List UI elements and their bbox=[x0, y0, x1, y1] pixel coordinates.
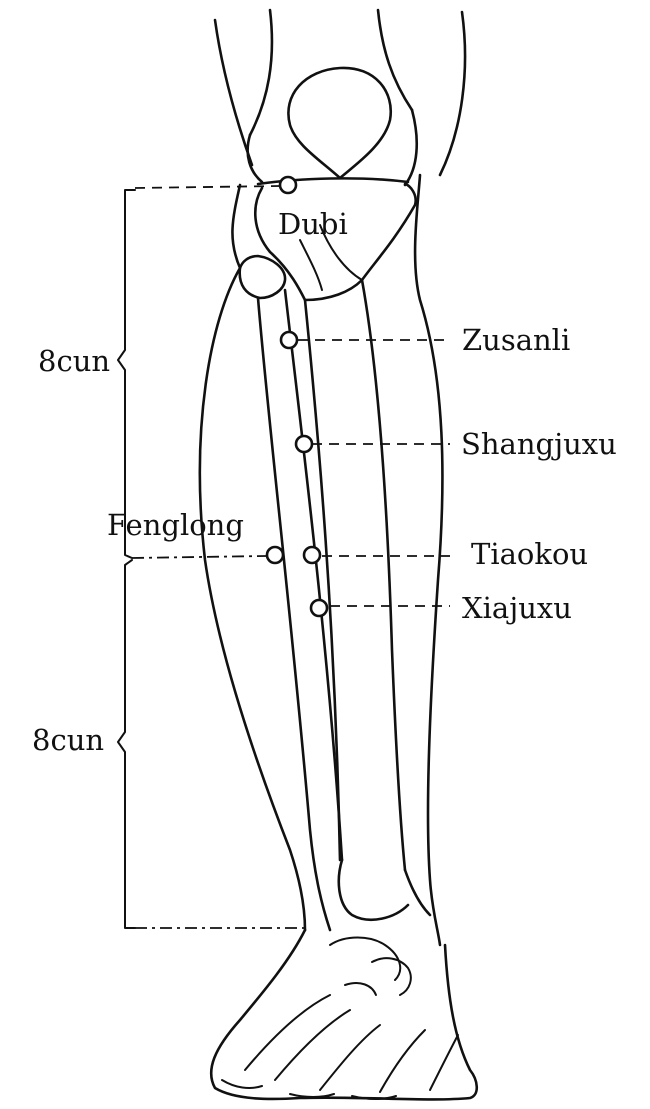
foot-bones-3 bbox=[345, 983, 376, 995]
patella bbox=[288, 68, 390, 178]
ankle-medial bbox=[405, 870, 430, 915]
tibia-head-contour-2 bbox=[300, 240, 322, 290]
femur-left bbox=[250, 10, 272, 135]
dubi-level-line bbox=[135, 186, 280, 188]
xiajuxu-label: Xiajuxu bbox=[462, 594, 572, 623]
tiaokou-point bbox=[304, 547, 320, 563]
femur-right bbox=[378, 10, 412, 110]
bracket-lower bbox=[118, 560, 135, 928]
toe-4 bbox=[380, 1030, 425, 1092]
thigh-outline-left bbox=[215, 20, 252, 165]
fenglong-label: Fenglong bbox=[107, 511, 244, 540]
tibia-shaft-medial bbox=[362, 280, 405, 870]
shangjuxu-point bbox=[296, 436, 312, 452]
zusanli-label: Zusanli bbox=[462, 326, 570, 355]
femoral-condyle-right bbox=[405, 110, 417, 185]
bracket-upper bbox=[118, 190, 135, 558]
ankle-lateral bbox=[339, 860, 408, 920]
toe-1 bbox=[245, 995, 330, 1070]
dubi-label: Dubi bbox=[278, 210, 348, 239]
fenglong-point bbox=[267, 547, 283, 563]
zusanli-point bbox=[281, 332, 297, 348]
tibia-head bbox=[255, 184, 415, 300]
calf-outline-right bbox=[415, 175, 442, 945]
toe-5 bbox=[430, 1035, 458, 1090]
toe-nails bbox=[222, 1080, 396, 1099]
fenglong-level-line bbox=[132, 556, 266, 558]
dubi-point bbox=[280, 177, 296, 193]
tiaokou-label: Tiaokou bbox=[471, 540, 588, 569]
measure-lower-label: 8cun bbox=[32, 726, 104, 755]
toe-3 bbox=[320, 1025, 380, 1090]
measure-upper-label: 8cun bbox=[38, 347, 110, 376]
thigh-outline-right bbox=[440, 12, 465, 175]
fibula-head bbox=[240, 256, 285, 298]
toe-2 bbox=[275, 1010, 350, 1080]
shangjuxu-label: Shangjuxu bbox=[461, 430, 617, 459]
xiajuxu-point bbox=[311, 600, 327, 616]
foot-bones-2 bbox=[372, 958, 411, 995]
